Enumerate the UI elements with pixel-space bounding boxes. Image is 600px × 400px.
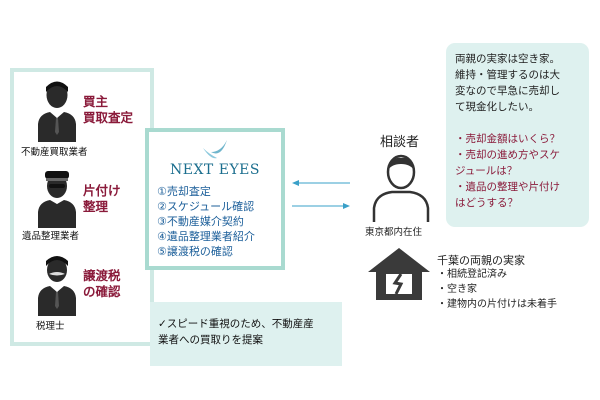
pro-label-buyer: 不動産買取業者 bbox=[21, 147, 88, 158]
property-item: ・建物内の片付けは未着手 bbox=[437, 299, 557, 310]
property-list: ・相続登記済み ・空き家 ・建物内の片付けは未着手 bbox=[437, 267, 557, 312]
logo-wing-icon bbox=[203, 140, 227, 159]
arrow-right-icon bbox=[343, 203, 350, 209]
service-item: ④遺品整理業者紹介 bbox=[157, 230, 255, 243]
concern-questions: ・売却金額はいくら？ ・売却の進め方やスケ ジュールは？ ・遺品の整理や片付け … bbox=[455, 131, 582, 211]
person-icon bbox=[372, 154, 430, 222]
concern-line: 両親の実家は空き家。 bbox=[455, 53, 560, 65]
concern-question-line: はどうする？ bbox=[455, 197, 518, 209]
concern-question-line: ジュールは？ bbox=[455, 165, 518, 177]
arrow-left-icon bbox=[292, 180, 299, 186]
pro-title-tax: 譲渡税 の確認 bbox=[83, 268, 121, 300]
concern-question-line: ・売却の進め方やスケ bbox=[455, 149, 560, 161]
services-list: ①売却査定 ②スケジュール確認 ③不動産媒介契約 ④遺品整理業者紹介 ⑤譲渡税の… bbox=[157, 184, 255, 259]
professionals-panel bbox=[10, 68, 154, 346]
pro-title-line: 片付け bbox=[83, 183, 121, 198]
consultant-location: 東京都内在住 bbox=[365, 227, 423, 238]
recommendation-box: ✓スピード重視のため、不動産産 業者への買取りを提案 bbox=[150, 302, 342, 366]
pro-title-line: 買取査定 bbox=[83, 110, 134, 125]
brand-name: NEXT EYES bbox=[170, 162, 260, 178]
concern-question-line: ・遺品の整理や片付け bbox=[455, 181, 560, 193]
concern-intro: 両親の実家は空き家。 維持・管理するのは大 変なので早急に売却し て現金化したい… bbox=[455, 51, 582, 115]
pro-label-cleanup: 遺品整理業者 bbox=[22, 231, 80, 242]
pro-title-buyer: 買主 買取査定 bbox=[83, 94, 133, 126]
pro-title-line: 整理 bbox=[83, 199, 109, 214]
recommendation-line: ✓スピード重視のため、不動産産 bbox=[158, 318, 314, 330]
person-mustache-icon bbox=[38, 256, 76, 316]
vacant-house-icon bbox=[368, 248, 430, 300]
concern-line: 変なので早急に売却し bbox=[455, 85, 560, 97]
concern-line: 維持・管理するのは大 bbox=[455, 69, 560, 81]
person-tie-icon bbox=[38, 81, 76, 142]
property-title: 千葉の両親の実家 bbox=[437, 254, 525, 267]
property-item: ・相続登記済み bbox=[437, 269, 507, 280]
service-item: ②スケジュール確認 bbox=[157, 200, 255, 213]
service-item: ①売却査定 bbox=[157, 185, 211, 198]
pro-label-tax: 税理士 bbox=[36, 321, 65, 332]
service-item: ③不動産媒介契約 bbox=[157, 215, 244, 228]
person-cap-icon bbox=[38, 171, 76, 228]
pro-title-line: の確認 bbox=[83, 284, 121, 299]
exchange-arrows bbox=[292, 180, 350, 209]
pro-title-cleanup: 片付け 整理 bbox=[83, 183, 121, 215]
concern-line: て現金化したい。 bbox=[455, 101, 539, 113]
next-eyes-box: NEXT EYES ①売却査定 ②スケジュール確認 ③不動産媒介契約 ④遺品整理… bbox=[145, 128, 285, 270]
consultant-title: 相談者 bbox=[380, 135, 420, 150]
pro-title-line: 譲渡税 bbox=[83, 268, 121, 283]
recommendation-line: 業者への買取りを提案 bbox=[158, 334, 263, 346]
property-item: ・空き家 bbox=[437, 284, 477, 295]
service-item: ⑤譲渡税の確認 bbox=[157, 245, 233, 258]
concern-box: 両親の実家は空き家。 維持・管理するのは大 変なので早急に売却し て現金化したい… bbox=[446, 43, 589, 227]
pro-title-line: 買主 bbox=[83, 94, 109, 109]
concern-question-line: ・売却金額はいくら？ bbox=[455, 133, 560, 145]
